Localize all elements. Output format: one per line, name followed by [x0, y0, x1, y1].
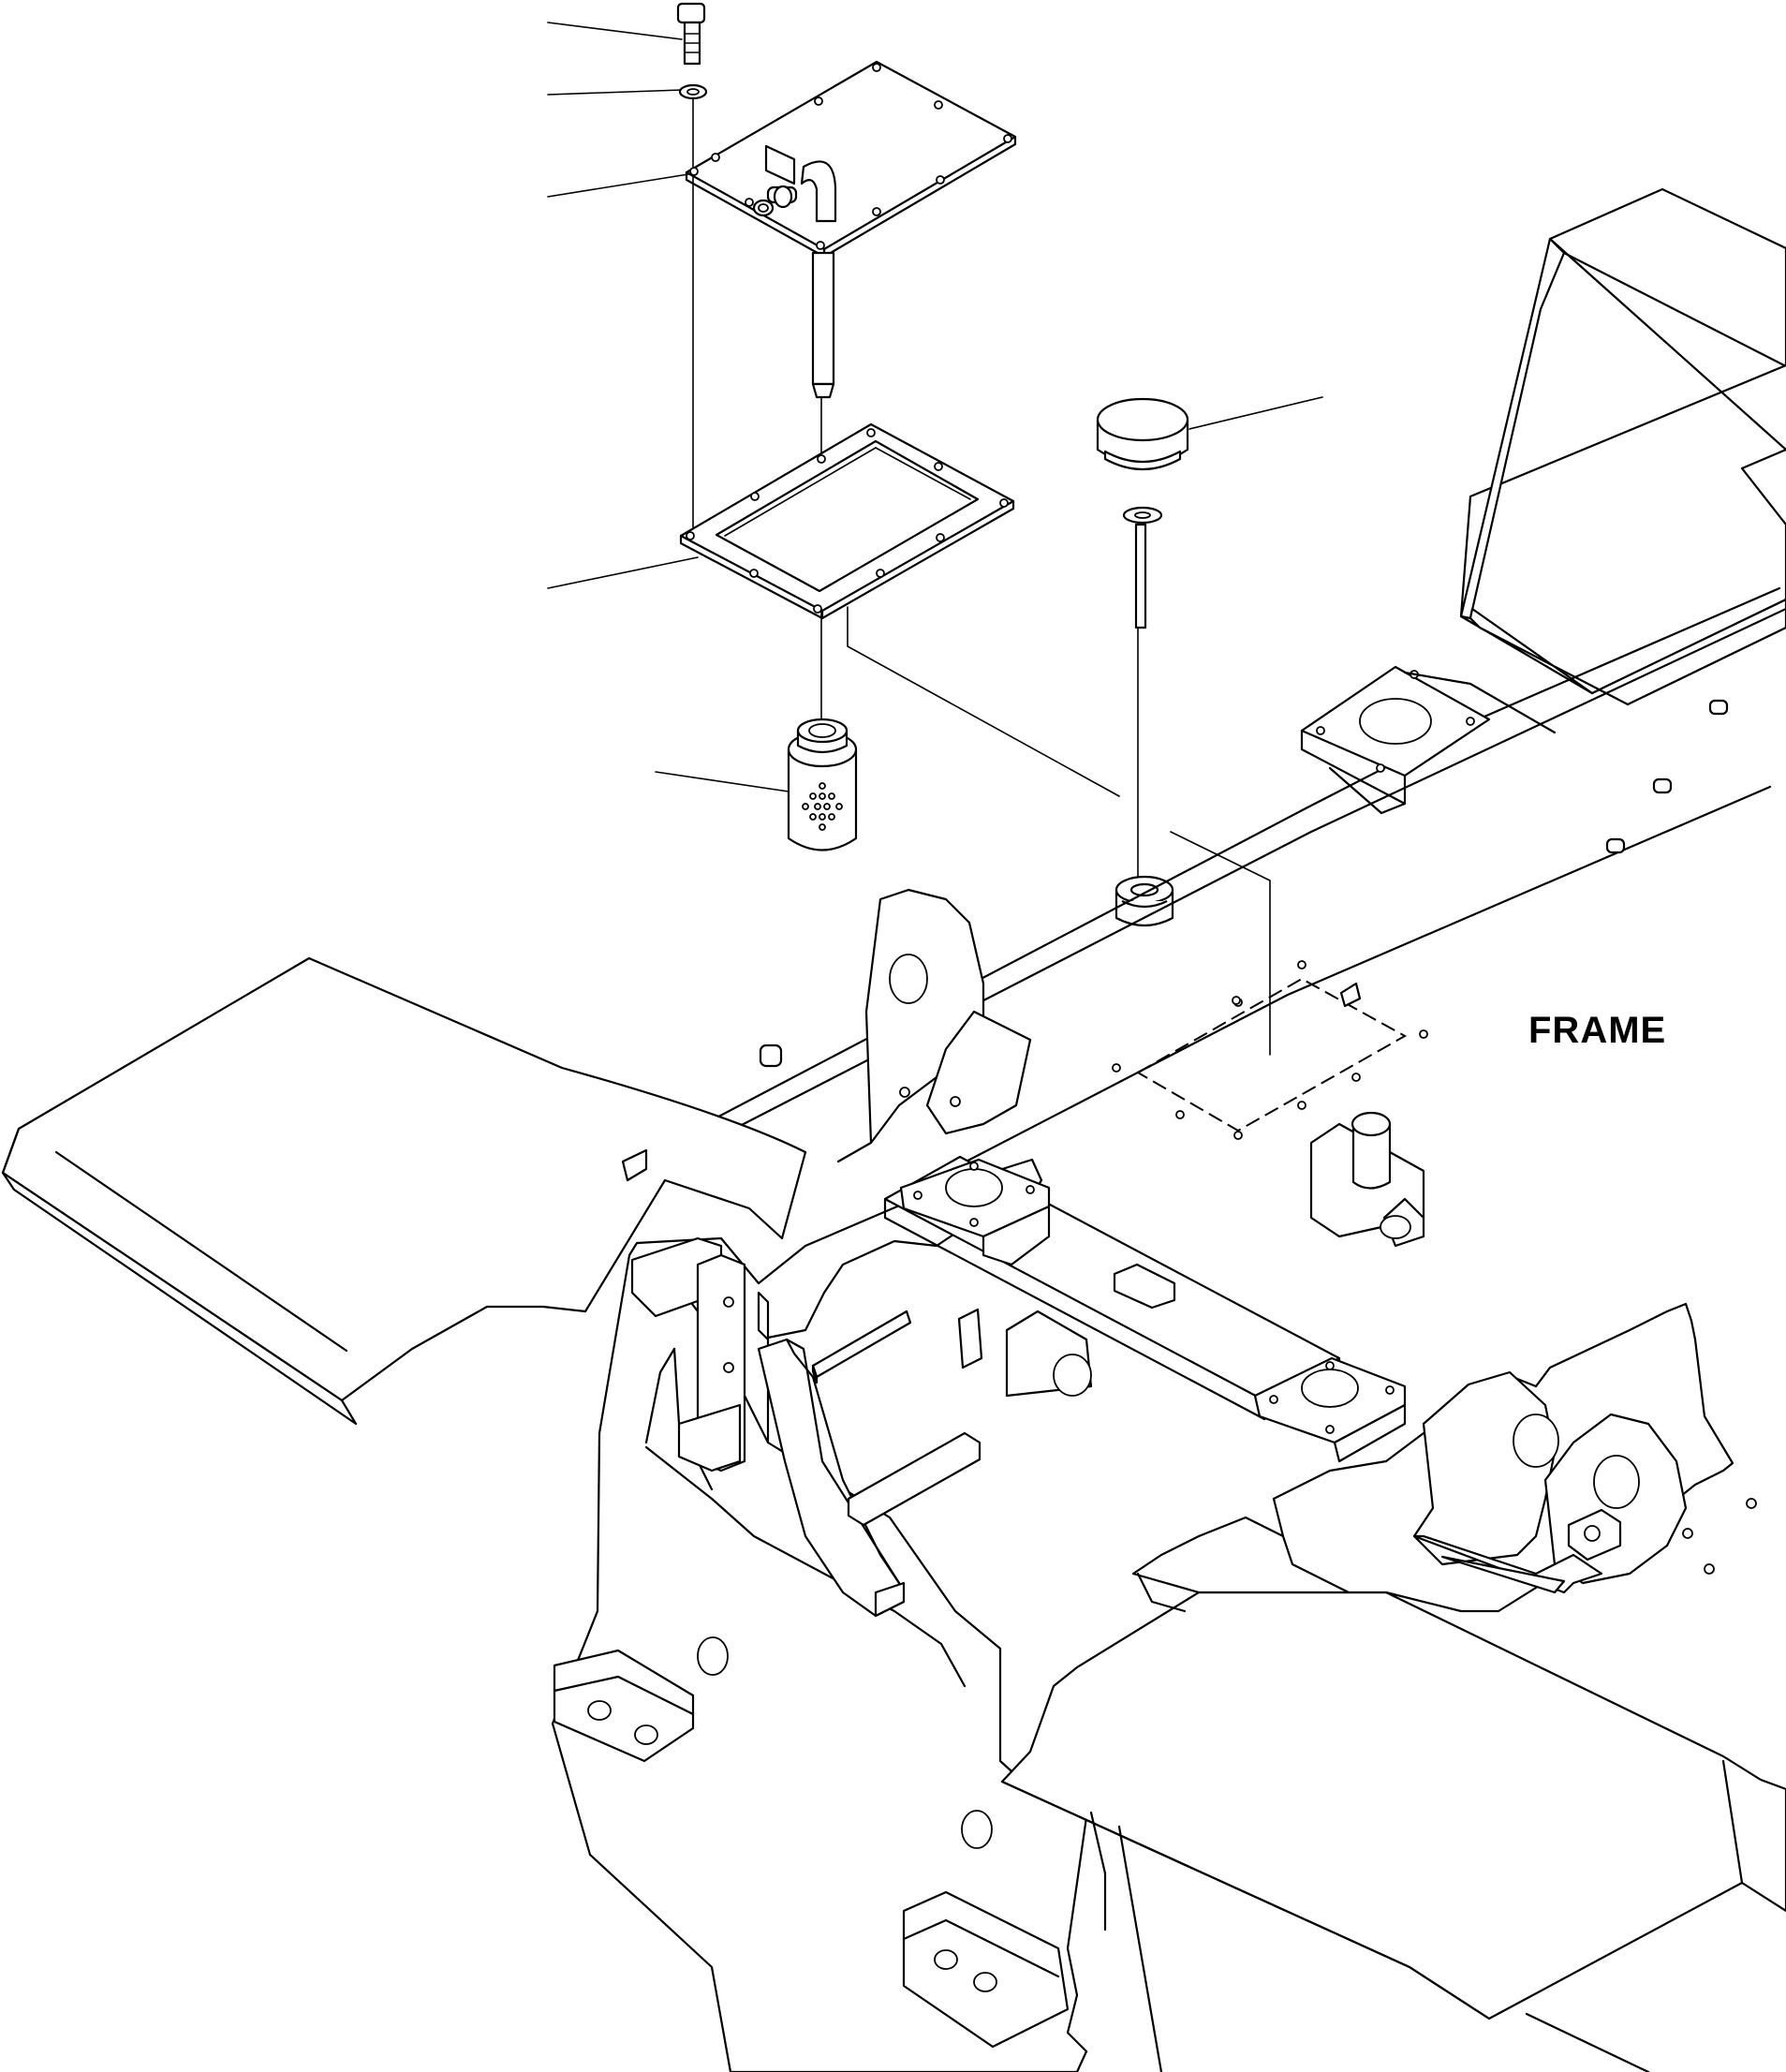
left-foot-pad — [553, 1649, 695, 1763]
washer-icon — [678, 83, 708, 100]
service-opening-outline — [1135, 977, 1408, 1132]
leader-gasket — [547, 556, 699, 589]
pin — [759, 1043, 783, 1068]
stud-1 — [1708, 699, 1729, 716]
strainer-icon — [787, 718, 858, 851]
bolt-icon — [676, 2, 706, 66]
leader-washer — [547, 89, 683, 96]
frame-reference-line — [1170, 831, 1271, 1056]
tank-neck — [1309, 1111, 1425, 1248]
leader-lines — [547, 22, 1323, 792]
gasket-reference-line — [847, 606, 1120, 797]
right-fender-front — [1000, 1591, 1786, 2020]
left-side-casting — [551, 1158, 1088, 2072]
frame-structure — [1, 187, 1786, 2072]
leader-bolt — [547, 22, 683, 40]
left-clip — [621, 1148, 648, 1182]
stud-2 — [1652, 777, 1673, 794]
small-plate-3 — [1113, 1263, 1176, 1310]
leader-strainer — [655, 771, 790, 792]
filler-cap-icon — [1096, 397, 1189, 927]
right-pivot-bracket — [1412, 1370, 1557, 1566]
gasket-icon — [679, 422, 1015, 620]
stud-3 — [1605, 837, 1626, 854]
strainer-holes — [802, 782, 843, 831]
cover-plate-icon — [685, 60, 1017, 399]
front-foot-pad — [902, 1890, 1070, 2049]
small-plate-2 — [957, 1308, 983, 1369]
left-fender — [1, 956, 807, 1402]
leader-cap — [1188, 396, 1323, 430]
small-plate-1 — [811, 1310, 912, 1379]
right-fender-rear — [1459, 187, 1786, 695]
rear-pivot-bracket — [836, 888, 985, 1163]
frame-label: FRAME — [1528, 1010, 1667, 1051]
small-plate-4 — [847, 1431, 982, 1527]
leader-cover — [547, 173, 689, 198]
